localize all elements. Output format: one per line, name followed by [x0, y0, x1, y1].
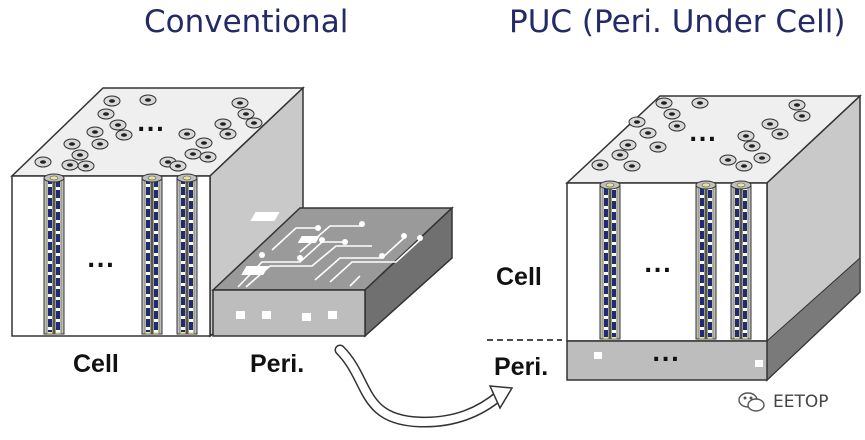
watermark-text: EETOP — [773, 392, 829, 412]
channel-hole — [619, 139, 637, 151]
wechat-logo-icon — [738, 392, 765, 412]
channel-hole — [219, 128, 237, 140]
channel-hole — [663, 108, 681, 120]
channel-hole — [737, 130, 755, 142]
channel-hole — [591, 159, 609, 171]
label-peri-left: Peri. — [250, 350, 305, 378]
peri-front-face — [212, 289, 366, 337]
channel-hole — [788, 99, 806, 111]
label-peri-right: Peri. — [494, 353, 549, 381]
channel-hole — [771, 128, 789, 140]
channel-hole — [184, 148, 202, 160]
vertical-channel — [141, 173, 163, 335]
label-cell-left: Cell — [73, 350, 119, 378]
heading-puc: PUC (Peri. Under Cell) — [509, 4, 846, 40]
channel-hole — [753, 152, 771, 164]
vertical-channels — [43, 173, 198, 335]
channel-hole — [649, 141, 667, 153]
channel-hole — [97, 108, 115, 120]
vertical-channels — [599, 180, 752, 340]
ellipsis: ... — [87, 248, 116, 273]
channel-hole — [793, 110, 811, 122]
puc-block — [565, 94, 862, 382]
channel-hole — [199, 151, 217, 163]
vertical-channel — [695, 180, 717, 340]
channel-hole — [61, 159, 79, 171]
channel-hole — [655, 97, 673, 109]
channel-hole — [743, 140, 761, 152]
channel-hole — [639, 127, 657, 139]
channel-hole — [691, 97, 709, 109]
channel-hole — [63, 138, 81, 150]
channel-hole — [245, 117, 263, 129]
channel-hole — [623, 160, 641, 172]
channel-hole — [611, 149, 629, 161]
channel-hole — [34, 156, 52, 168]
channel-hole — [628, 116, 646, 128]
channel-hole — [91, 138, 109, 150]
channel-hole — [139, 94, 157, 106]
channel-hole — [735, 160, 753, 172]
channel-hole — [237, 108, 255, 120]
vertical-channel — [599, 180, 621, 340]
ellipsis: ... — [137, 112, 166, 137]
channel-hole — [719, 154, 737, 166]
channel-hole — [169, 160, 187, 172]
heading-conventional: Conventional — [144, 4, 349, 40]
vertical-channel — [176, 173, 198, 335]
channel-hole — [77, 160, 95, 172]
ellipsis: ... — [689, 122, 718, 147]
channel-hole — [71, 149, 89, 161]
ellipsis: ... — [652, 342, 681, 367]
puc-peri-pad — [755, 360, 763, 367]
ellipsis: ... — [644, 253, 673, 278]
channel-hole — [761, 118, 779, 130]
vertical-channel — [730, 180, 752, 340]
puc-peri-front-face — [566, 340, 768, 381]
label-cell-right: Cell — [496, 263, 542, 291]
channel-hole — [195, 137, 213, 149]
peri-pads — [236, 212, 423, 321]
conventional-cell-block — [10, 86, 305, 338]
channel-hole — [109, 119, 127, 131]
channel-hole — [115, 129, 133, 141]
puc-peri-pad — [594, 352, 602, 359]
channel-holes — [34, 94, 263, 172]
channel-holes — [591, 97, 811, 172]
channel-hole — [231, 97, 249, 109]
channel-hole — [103, 95, 121, 107]
vertical-channel — [43, 173, 65, 335]
channel-hole — [178, 128, 196, 140]
channel-hole — [668, 120, 686, 132]
channel-hole — [86, 126, 104, 138]
channel-hole — [214, 118, 232, 130]
conventional-peri-block — [211, 206, 454, 338]
transition-arrow — [334, 344, 514, 428]
